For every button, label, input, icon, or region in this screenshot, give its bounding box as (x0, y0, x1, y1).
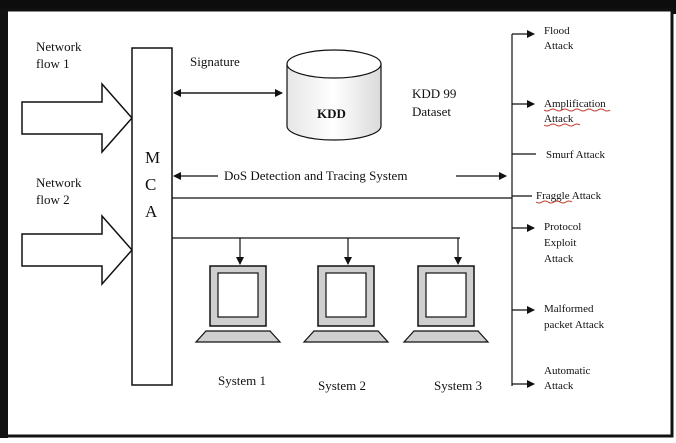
network-flow-2-label-2: flow 2 (36, 192, 70, 207)
protocol-line-2: Exploit (544, 237, 576, 249)
kdd-caption-1: KDD 99 (412, 86, 456, 101)
flow-2-arrow-icon (21, 214, 134, 286)
system-3-monitor-icon (402, 265, 490, 343)
spellcheck-underline-3 (535, 200, 573, 204)
automatic-line-2: Attack (544, 380, 574, 392)
network-flow-1-label-2: flow 1 (36, 56, 70, 71)
network-flow-1-label: Network (36, 39, 82, 54)
kdd-database-icon: KDD (286, 49, 382, 141)
fraggle-attack-label: Fraggle Attack (535, 190, 602, 204)
spellcheck-underline-2 (543, 123, 581, 127)
network-flow-2: Network flow 2 (21, 175, 134, 286)
kdd-caption-2: Dataset (412, 104, 451, 119)
flood-attack-line-2: Attack (544, 40, 574, 52)
kdd-label: KDD (317, 106, 346, 121)
malformed-line-1: Malformed (544, 303, 594, 315)
flow-1-arrow-icon (21, 82, 134, 154)
flood-attack-label: Flood Attack (544, 25, 574, 52)
system-2-label: System 2 (318, 378, 366, 393)
mca-letter-a: A (145, 202, 158, 221)
network-flow-1: Network flow 1 (21, 39, 134, 154)
protocol-exploit-attack-label: Protocol Exploit Attack (544, 221, 581, 265)
system-2-monitor-icon (302, 265, 390, 343)
system-3-label: System 3 (434, 378, 482, 393)
amplification-attack-line-1: Amplification (544, 98, 606, 110)
dos-detection-label: DoS Detection and Tracing System (224, 168, 407, 183)
mca-letter-c: C (145, 175, 156, 194)
automatic-attack-label: Automatic Attack (544, 365, 591, 392)
flood-attack-line-1: Flood (544, 25, 570, 37)
protocol-line-1: Protocol (544, 221, 581, 233)
protocol-line-3: Attack (544, 253, 574, 265)
smurf-attack-label: Smurf Attack (546, 149, 605, 161)
amplification-attack-label: Amplification Attack (543, 98, 611, 127)
signature-label: Signature (190, 54, 240, 69)
automatic-line-1: Automatic (544, 365, 591, 377)
malformed-packet-attack-label: Malformed packet Attack (544, 303, 605, 331)
mca-box: M C A (131, 47, 173, 386)
system-1-label: System 1 (218, 373, 266, 388)
network-flow-2-label: Network (36, 175, 82, 190)
fraggle-attack-text: Fraggle Attack (536, 190, 602, 202)
diagram-border (2, 8, 674, 438)
amplification-attack-line-2: Attack (544, 113, 574, 125)
malformed-line-2: packet Attack (544, 319, 605, 331)
system-1-monitor-icon (194, 265, 282, 343)
spellcheck-underline (543, 108, 611, 112)
mca-letter-m: M (145, 148, 160, 167)
